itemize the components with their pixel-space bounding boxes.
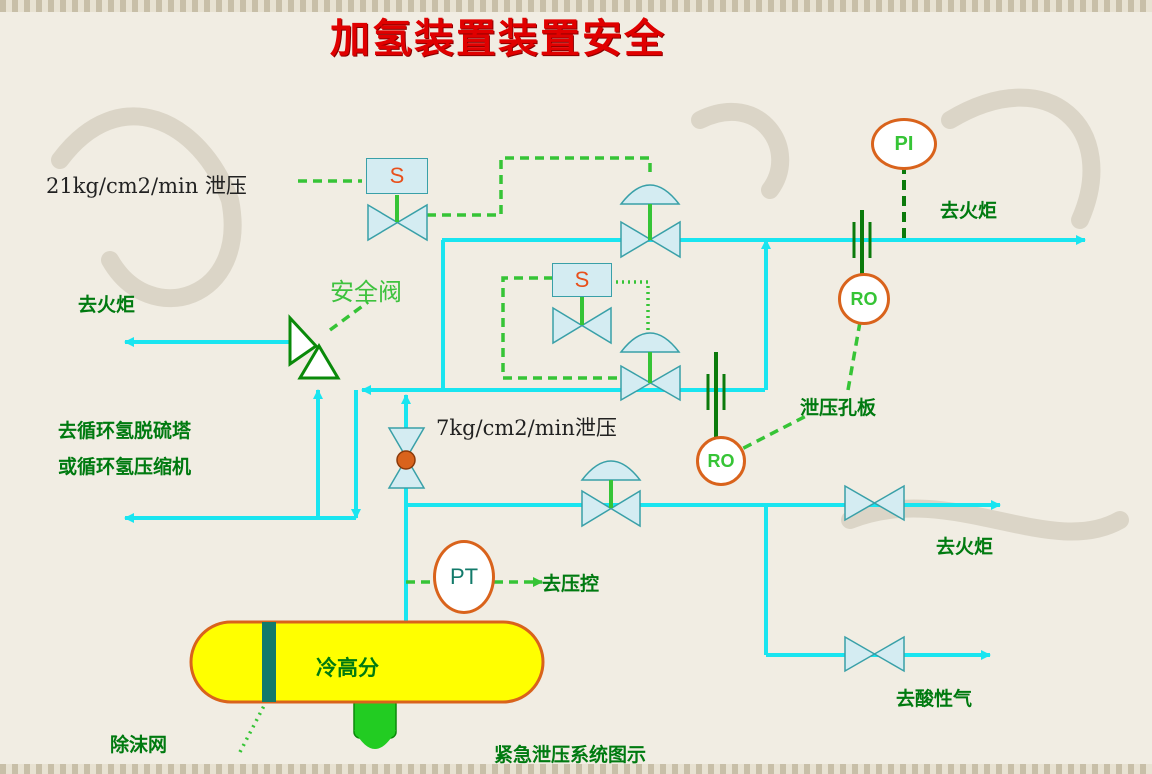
solenoid-box-top: S — [366, 158, 428, 194]
vent-rate-21-label: 21kg/cm2/min 泄压 — [46, 174, 247, 198]
restriction-orifice-ro-top: RO — [838, 273, 890, 325]
to-flare-top-right-label: 去火炬 — [940, 200, 998, 222]
actuator-mid — [619, 332, 681, 353]
to-flare-mid-right-label: 去火炬 — [936, 536, 994, 558]
separator-label: 冷高分 — [316, 656, 379, 680]
to-desulfur-label-1: 去循环氢脱硫塔 — [58, 420, 192, 442]
signal-lines — [238, 156, 862, 753]
control-valve-bottom — [581, 489, 641, 528]
gate-valve-acid — [844, 635, 905, 673]
to-acid-gas-label: 去酸性气 — [896, 688, 973, 710]
separator-vessel — [189, 620, 545, 749]
emergency-valve-ball — [396, 450, 416, 470]
demister-label: 除沫网 — [110, 734, 168, 756]
background-decoration — [51, 88, 1129, 541]
top-border — [0, 0, 1152, 12]
diagram-caption: 紧急泄压系统图示 — [494, 744, 647, 766]
valves — [367, 184, 905, 673]
pressure-transmitter-pt: PT — [433, 540, 495, 614]
orifice-plates — [706, 222, 872, 410]
bottom-border — [0, 764, 1152, 774]
solenoid-valve-top — [367, 203, 428, 242]
solenoid-valve-mid — [552, 306, 612, 345]
to-flare-left-label: 去火炬 — [78, 294, 136, 316]
safety-valve-label: 安全阀 — [330, 278, 402, 306]
safety-valve-symbol — [288, 314, 341, 380]
to-desulfur-label-2: 或循环氢压缩机 — [58, 456, 192, 478]
instrument-stems — [714, 164, 906, 437]
actuator-bottom — [580, 460, 642, 481]
gate-valve-flare — [844, 484, 905, 522]
orifice-label: 泄压孔板 — [800, 397, 877, 419]
pressure-indicator-pi: PI — [871, 118, 937, 170]
solenoid-box-mid: S — [552, 263, 612, 297]
restriction-orifice-ro-bottom: RO — [696, 436, 746, 486]
demister-pad — [262, 622, 276, 702]
page-title: 加氢装置装置安全 — [330, 15, 666, 62]
actuator-top — [619, 184, 681, 205]
to-pressure-control-label: 去压控 — [542, 573, 600, 595]
vent-rate-7-label: 7kg/cm2/min泄压 — [436, 416, 617, 440]
process-pipes — [124, 235, 1086, 660]
